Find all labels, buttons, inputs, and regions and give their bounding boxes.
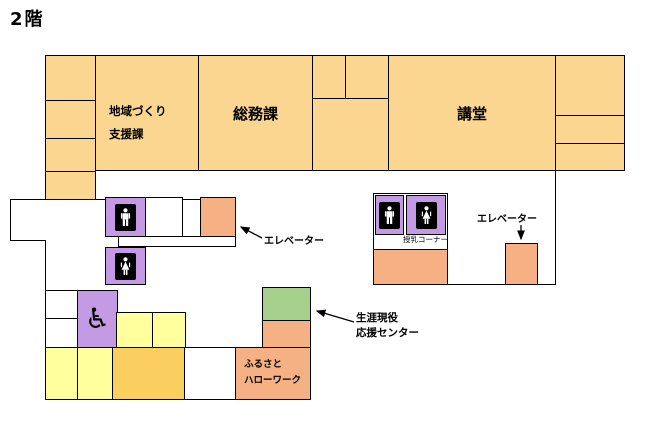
room-unlabeled <box>45 138 96 172</box>
corridor-wall <box>45 240 46 291</box>
room-general-affairs: 総務課 <box>198 55 313 171</box>
room-unlabeled <box>45 347 78 400</box>
room-unlabeled <box>184 347 236 400</box>
accessible-restroom: ♿ <box>77 290 118 348</box>
room-auditorium-label: 講堂 <box>456 105 487 123</box>
room-unlabeled <box>45 100 96 139</box>
room-unlabeled <box>45 171 96 200</box>
room-unlabeled <box>555 55 625 116</box>
corridor-wall <box>555 170 556 285</box>
womens-restroom-right <box>406 195 446 235</box>
room-unlabeled <box>77 347 113 400</box>
men-restroom-icon <box>379 201 400 229</box>
room-unlabeled <box>312 55 346 99</box>
room-unlabeled <box>45 318 78 348</box>
room-unlabeled <box>45 290 78 319</box>
wheelchair-icon: ♿ <box>84 302 111 335</box>
room-hometown-hellowork: ふるさと ハローワーク <box>235 347 311 400</box>
nursing-corner-label: 授乳コーナー <box>403 235 448 244</box>
room-unlabeled <box>345 55 389 99</box>
room-label-line: ふるさと <box>244 359 283 370</box>
room-hometown-hellowork-label: ふるさと ハローワーク <box>244 357 301 389</box>
room-auditorium: 講堂 <box>388 55 556 171</box>
lifetime-support-arrow <box>315 309 355 323</box>
page-title: 2階 <box>10 9 45 30</box>
corridor-wall <box>10 240 46 241</box>
mens-restroom-left <box>105 197 146 237</box>
annotation-line: 応援センター <box>356 327 419 339</box>
room-unlabeled <box>262 320 311 348</box>
elevator-left-shaft <box>200 197 236 240</box>
room-unlabeled <box>555 115 625 144</box>
nursing-corner-room <box>373 249 448 285</box>
room-label-line: ハローワーク <box>244 375 302 386</box>
room-unlabeled <box>312 98 389 171</box>
elevator-left-arrow <box>239 226 263 239</box>
room-unlabeled <box>145 197 183 237</box>
elevator-right-label: エレベーター <box>477 214 537 225</box>
elevator-right-shaft <box>505 243 538 285</box>
room-label-line: 支援課 <box>109 127 144 141</box>
corridor-wall <box>448 284 555 285</box>
room-label-line: 地域づくり <box>109 104 167 118</box>
women-restroom-icon <box>115 252 136 280</box>
room-unlabeled <box>112 347 185 400</box>
corridor-wall <box>10 199 11 241</box>
room-unlabeled <box>152 312 186 348</box>
men-restroom-icon <box>115 203 136 231</box>
room-unlabeled <box>555 143 625 171</box>
room-community-support: 地域づくり 支援課 <box>95 55 199 171</box>
room-unlabeled <box>116 312 154 348</box>
annotation-line: 生涯現役 <box>356 312 398 324</box>
womens-restroom-left <box>105 247 146 285</box>
mens-restroom-right <box>375 195 404 235</box>
lifetime-support-center-room <box>262 287 311 321</box>
room-unlabeled <box>45 55 96 101</box>
elevator-left-label: エレベーター <box>264 236 324 247</box>
room-general-affairs-label: 総務課 <box>232 105 278 123</box>
room-community-support-label: 地域づくり 支援課 <box>109 100 167 146</box>
counter-strip <box>118 236 236 247</box>
lifetime-support-label: 生涯現役 応援センター <box>356 311 419 341</box>
women-restroom-icon <box>415 201 437 229</box>
